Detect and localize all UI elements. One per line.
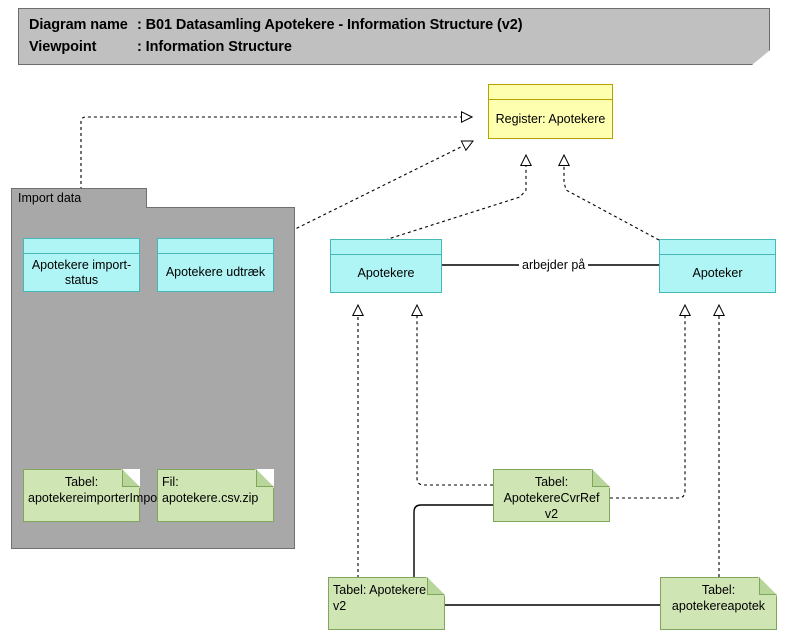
node-register-apotekere[interactable]: Register: Apotekere [488,84,613,139]
register-apotekere-label: Register: Apotekere [495,111,606,126]
fil-csv-zip-label: Fil: apotekere.csv.zip [162,475,259,505]
node-tabel-apotekerecvrref-v2[interactable]: Tabel: ApotekereCvrRef v2 [493,469,610,522]
viewpoint-line: Viewpoint : Information Structure [29,39,292,55]
node-apotekere-import-status[interactable]: Apotekere import-status [23,238,140,292]
edge-apoteker-to-register [564,155,660,241]
apotekere-udtraek-band [158,239,273,254]
tabel-importstatus-label: Tabel: apotekereimporterImportStatus [28,475,201,505]
apoteker-band [660,240,775,255]
diagram-name-key: Diagram name [29,17,128,33]
apotekere-band [331,240,441,255]
tabel-apotekereapotek-label: Tabel: apotekereapotek [671,583,766,613]
group-import-data-label: Import data [18,191,82,205]
group-import-data-tab: Import data [11,188,147,208]
edge-udtraek-to-register [274,141,473,240]
tabel-apotekere-v2-label: Tabel: Apotekere v2 [333,583,427,613]
edge-apotekerev2-to-cvrref [413,504,493,578]
edge-label-arbejder-paa: arbejder på [519,258,589,272]
node-apotekere[interactable]: Apotekere [330,239,442,293]
apotekere-udtraek-label: Apotekere udtræk [165,265,266,279]
diagram-title-header: Diagram name : B01 Datasamling Apotekere … [18,8,770,65]
edge-cvrref-to-apotekere [417,305,493,486]
diagram-name-value: : B01 Datasamling Apotekere - Informatio… [137,17,523,33]
node-tabel-apotekere-v2[interactable]: Tabel: Apotekere v2 [328,577,445,630]
register-header-band [489,85,612,100]
viewpoint-value: : Information Structure [137,39,292,55]
apotekere-import-status-label: Apotekere import-status [31,257,132,287]
node-tabel-apotekereimporter-importstatus[interactable]: Tabel: apotekereimporterImportStatus [23,469,201,522]
apotekere-import-status-band [24,239,139,254]
apotekere-label: Apotekere [357,266,415,280]
node-tabel-apotekereapotek[interactable]: Tabel: apotekereapotek [660,577,777,630]
apoteker-label: Apoteker [692,266,743,280]
edge-cvrref-to-apoteker [610,305,685,499]
node-fil-apotekere-csv-zip[interactable]: Fil: apotekere.csv.zip [157,469,274,522]
tabel-cvrref-v2-label: Tabel: ApotekereCvrRef v2 [503,475,600,521]
node-apotekere-udtraek[interactable]: Apotekere udtræk [157,238,274,292]
diagram-name-line: Diagram name : B01 Datasamling Apotekere … [29,17,523,33]
node-apoteker[interactable]: Apoteker [659,239,776,293]
edge-apotekere-to-register [384,155,526,241]
viewpoint-key: Viewpoint [29,39,97,55]
